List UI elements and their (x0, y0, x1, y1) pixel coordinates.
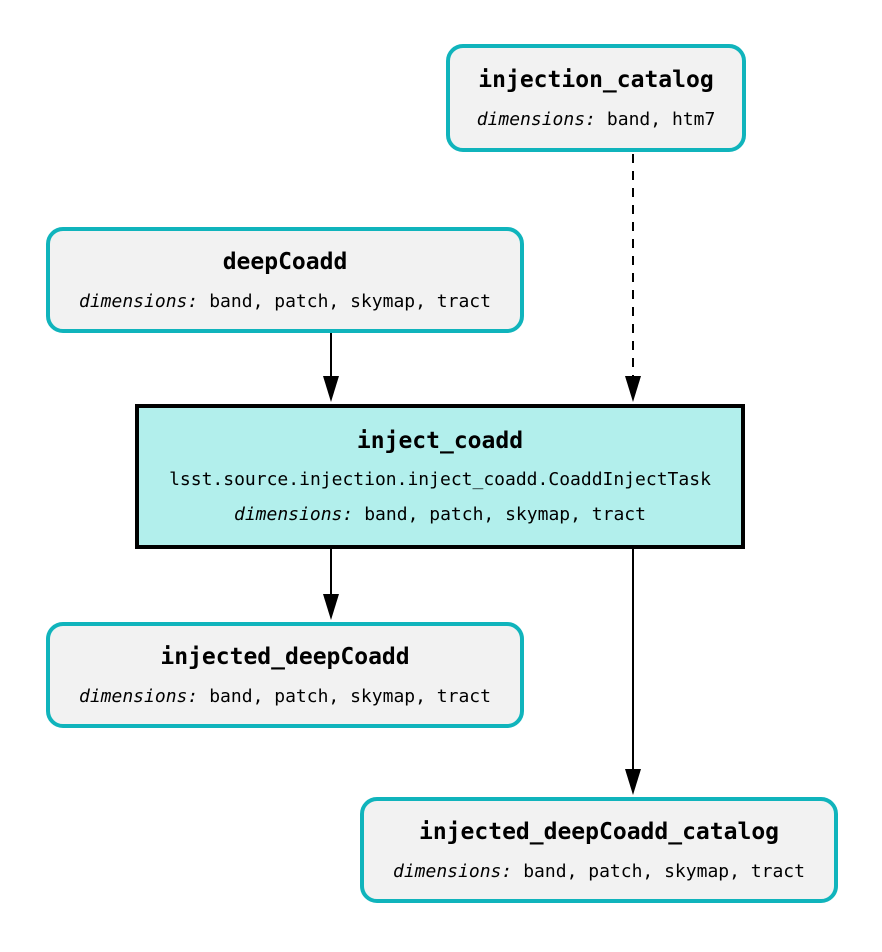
node-title: inject_coadd (356, 428, 524, 454)
node-title: injected_deepCoadd (160, 643, 410, 670)
dimensions-label: dimensions: (234, 504, 354, 525)
edge-deepcoadd-to-inject-coadd (323, 333, 339, 402)
node-injected-deepcoadd-catalog: injected_deepCoadd_catalog dimensions: ba… (360, 797, 838, 903)
edge-inject-coadd-to-injected-deepcoadd (323, 549, 339, 620)
task-class-path: lsst.source.injection.inject_coadd.Coadd… (169, 469, 711, 490)
node-title: injected_deepCoadd_catalog (418, 818, 780, 845)
dimensions-label: dimensions: (393, 860, 513, 882)
dimensions-label: dimensions: (79, 290, 199, 312)
node-title: deepCoadd (222, 248, 348, 275)
node-dimensions: dimensions: band, patch, skymap, tract (79, 291, 491, 312)
arrowhead-icon (323, 376, 339, 402)
dimensions-values: band, patch, skymap, tract (523, 860, 805, 882)
node-dimensions: dimensions: band, patch, skymap, tract (79, 686, 491, 707)
arrowhead-icon (323, 594, 339, 620)
edge-injection-catalog-to-inject-coadd (625, 154, 641, 402)
node-injected-deepcoadd: injected_deepCoadd dimensions: band, patc… (46, 622, 524, 728)
edge-inject-coadd-to-injected-deepcoadd-catalog (625, 549, 641, 795)
node-deepcoadd: deepCoadd dimensions: band, patch, skymap… (46, 227, 524, 333)
node-dimensions: dimensions: band, htm7 (477, 109, 716, 130)
dimensions-label: dimensions: (476, 108, 596, 130)
node-title: injection_catalog (478, 66, 714, 93)
dimensions-values: band, htm7 (606, 108, 716, 130)
node-inject-coadd-task: inject_coadd lsst.source.injection.injec… (135, 404, 745, 549)
node-injection-catalog: injection_catalog dimensions: band, htm7 (446, 44, 746, 152)
arrowhead-icon (625, 769, 641, 795)
node-dimensions: dimensions: band, patch, skymap, tract (393, 861, 805, 882)
dimensions-label: dimensions: (79, 685, 199, 707)
dimensions-values: band, patch, skymap, tract (209, 290, 491, 312)
node-dimensions: dimensions: band, patch, skymap, tract (234, 504, 646, 525)
arrowhead-icon (625, 376, 641, 402)
dimensions-values: band, patch, skymap, tract (209, 685, 491, 707)
dimensions-values: band, patch, skymap, tract (364, 504, 646, 525)
